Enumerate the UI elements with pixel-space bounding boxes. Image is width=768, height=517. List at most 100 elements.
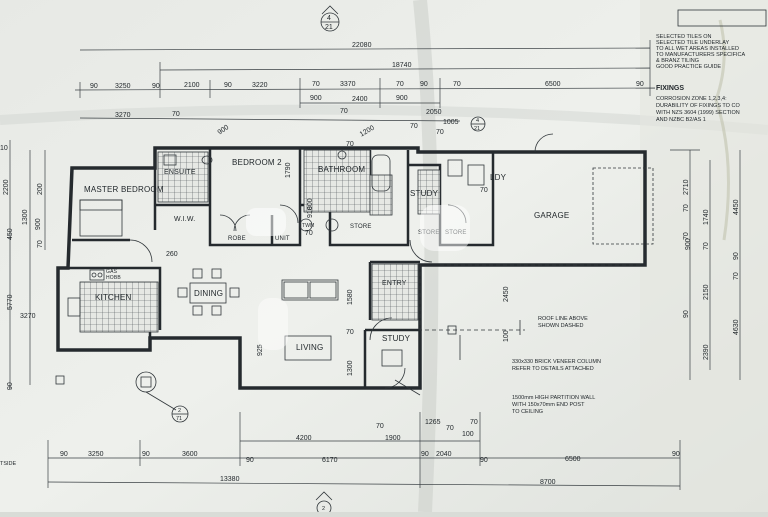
svg-text:2: 2 [178, 408, 181, 414]
svg-text:260: 260 [166, 251, 178, 258]
svg-text:70: 70 [470, 419, 478, 426]
svg-text:4630: 4630 [733, 319, 740, 335]
svg-text:FIXINGS: FIXINGS [656, 85, 684, 92]
svg-text:70: 70 [396, 81, 404, 88]
svg-text:910: 910 [307, 206, 314, 218]
svg-text:70: 70 [305, 230, 313, 237]
svg-text:1900: 1900 [385, 435, 401, 442]
room-dining: DINING [194, 289, 223, 298]
svg-text:90: 90 [733, 252, 740, 260]
svg-text:GOOD PRACTICE GUIDE: GOOD PRACTICE GUIDE [656, 64, 721, 70]
exterior-walls [56, 146, 647, 390]
svg-text:70: 70 [683, 204, 690, 212]
svg-text:SELECTED TILES ON: SELECTED TILES ON [656, 34, 712, 40]
svg-text:SHOWN DASHED: SHOWN DASHED [538, 323, 584, 329]
svg-text:2390: 2390 [703, 344, 710, 360]
legend-tile-swatch [677, 9, 767, 27]
svg-text:90: 90 [420, 81, 428, 88]
room-study-2: STUDY [382, 334, 411, 343]
svg-text:900: 900 [396, 95, 408, 102]
svg-text:AND NZBC B2/AS 1: AND NZBC B2/AS 1 [656, 117, 706, 123]
svg-text:18740: 18740 [392, 62, 412, 69]
svg-text:330x330 BRICK VENEER COLUMN: 330x330 BRICK VENEER COLUMN [512, 359, 601, 365]
svg-text:3270: 3270 [20, 313, 36, 320]
svg-text:70: 70 [733, 272, 740, 280]
svg-text:90: 90 [246, 457, 254, 464]
bathroom-tiles [303, 149, 371, 213]
room-robe: ROBE [228, 236, 246, 242]
svg-text:90: 90 [60, 451, 68, 458]
room-unit: UNIT [275, 236, 290, 242]
svg-text:& BRANZ TILING: & BRANZ TILING [656, 58, 699, 64]
room-master-bedroom: MASTER BEDROOM [84, 185, 164, 194]
svg-text:SELECTED TILE UNDERLAY: SELECTED TILE UNDERLAY [656, 40, 729, 46]
svg-text:71: 71 [176, 416, 182, 422]
svg-text:2150: 2150 [703, 284, 710, 300]
svg-text:4: 4 [327, 15, 331, 22]
room-living: LIVING [296, 343, 323, 352]
section-mark-right: 4 21 [470, 116, 486, 132]
svg-text:70: 70 [346, 141, 354, 148]
svg-text:2200: 2200 [3, 179, 10, 195]
room-study-1: STUDY [410, 189, 439, 198]
svg-text:100: 100 [503, 330, 510, 342]
svg-text:3370: 3370 [340, 81, 356, 88]
svg-text:2450: 2450 [503, 286, 510, 302]
svg-text:1300: 1300 [22, 209, 29, 225]
room-store-1: STORE [350, 224, 372, 230]
ensuite-tiles [157, 151, 209, 203]
svg-text:2100: 2100 [184, 82, 200, 89]
room-kitchen: KITCHEN [95, 293, 132, 302]
room-bathroom: BATHROOM [318, 165, 365, 174]
svg-text:90: 90 [636, 81, 644, 88]
room-ldy: LDY [490, 173, 507, 182]
room-entry: ENTRY [382, 280, 407, 287]
svg-text:70: 70 [410, 123, 418, 130]
svg-text:90: 90 [7, 382, 14, 390]
svg-text:70: 70 [340, 108, 348, 115]
svg-text:10: 10 [0, 145, 8, 152]
left-dimensions: 2200 200 1300 450 5770 900 70 90 10 3270… [0, 140, 46, 467]
svg-text:70: 70 [436, 129, 444, 136]
svg-text:1740: 1740 [703, 209, 710, 225]
svg-text:21: 21 [325, 24, 333, 31]
svg-text:TSIDE: TSIDE [0, 461, 17, 467]
svg-text:DURABILITY OF FIXINGS TO CO: DURABILITY OF FIXINGS TO CO [656, 103, 740, 109]
svg-text:1790: 1790 [285, 162, 292, 178]
svg-text:3250: 3250 [115, 83, 131, 90]
section-mark-top: 4 21 [320, 5, 340, 32]
svg-text:900: 900 [685, 238, 692, 250]
svg-text:70: 70 [703, 242, 710, 250]
svg-text:90: 90 [672, 451, 680, 458]
tiles-note: SELECTED TILES ON SELECTED TILE UNDERLAY… [656, 34, 745, 70]
svg-text:4450: 4450 [733, 199, 740, 215]
svg-text:200: 200 [37, 183, 44, 195]
svg-text:13380: 13380 [220, 476, 240, 483]
svg-text:ROOF LINE ABOVE: ROOF LINE ABOVE [538, 316, 588, 322]
svg-text:REFER TO DETAILS ATTACHED: REFER TO DETAILS ATTACHED [512, 366, 594, 372]
fixtures [55, 150, 654, 385]
twm-label: TWM [302, 223, 315, 229]
svg-text:TO CEILING: TO CEILING [512, 409, 543, 415]
svg-text:100: 100 [462, 431, 474, 438]
svg-text:3250: 3250 [88, 451, 104, 458]
room-wiw: W.I.W. [174, 216, 195, 223]
svg-text:1300: 1300 [347, 360, 354, 376]
svg-text:CORROSION ZONE 1,2,3,4:: CORROSION ZONE 1,2,3,4: [656, 96, 727, 102]
section-mark-left: 2 71 [135, 371, 189, 423]
svg-text:70: 70 [346, 329, 354, 336]
svg-text:800: 800 [307, 198, 314, 210]
svg-text:3220: 3220 [252, 82, 268, 89]
svg-text:900: 900 [35, 218, 42, 230]
svg-text:1265: 1265 [425, 419, 441, 426]
svg-text:70: 70 [172, 111, 180, 118]
svg-text:2400: 2400 [352, 96, 368, 103]
entry-tiles [371, 263, 419, 321]
svg-text:2: 2 [322, 506, 325, 512]
svg-text:2050: 2050 [426, 109, 442, 116]
svg-text:1500mm HIGH PARTITION WALL: 1500mm HIGH PARTITION WALL [512, 395, 595, 401]
svg-text:70: 70 [446, 425, 454, 432]
svg-text:TO MANUFACTURERS SPECIFICA: TO MANUFACTURERS SPECIFICA [656, 52, 745, 58]
svg-text:450: 450 [7, 228, 14, 240]
svg-text:90: 90 [152, 83, 160, 90]
